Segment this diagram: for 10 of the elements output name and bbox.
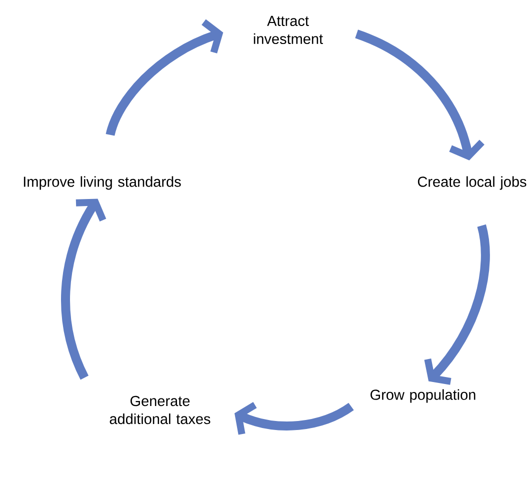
curved-arrow <box>61 198 106 380</box>
curved-arrow <box>106 19 224 136</box>
step-label: Create local jobs <box>418 176 526 190</box>
curved-arrow <box>354 30 484 160</box>
curved-arrow <box>234 402 354 435</box>
step-label: Grow population <box>370 389 476 403</box>
curved-arrow <box>424 224 490 385</box>
step-label: Improve living standards <box>24 176 181 190</box>
step-label: Generate additional taxes <box>110 396 210 424</box>
step-label: Attract investment <box>254 16 323 44</box>
